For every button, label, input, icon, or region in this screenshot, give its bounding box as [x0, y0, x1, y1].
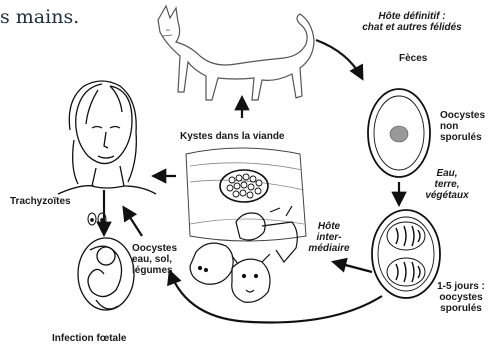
sporulated-oocysts-label: 1-5 jours : oocystes sporulés [428, 281, 494, 314]
cysts-in-meat-label: Kystes dans la viande [180, 131, 285, 142]
unsporulated-line-1: Oocystes [440, 110, 485, 121]
intermediate-host-line-2: inter- [300, 232, 358, 243]
sporulated-to-livestock-arrow [334, 262, 372, 272]
definitive-host-line-1: Hôte définitif : [354, 11, 470, 22]
unsporulated-oocysts-label: Oocystes non sporulés [440, 110, 485, 143]
unsporulated-oocyst-illustration [368, 89, 430, 177]
sporulation-line-1: 1-5 jours : [428, 281, 494, 292]
intermediate-host-line-3: médiaire [300, 243, 358, 254]
sporulated-to-human-loop-arrow [170, 272, 382, 322]
sporulation-line-3: sporulés [428, 303, 494, 314]
environment-line-3: végétaux [418, 190, 476, 201]
livestock-illustration [190, 206, 297, 302]
tissue-cyst-illustration [186, 148, 306, 241]
feces-label: Fèces [399, 53, 427, 64]
header-fragment: s mains. [0, 6, 79, 28]
cat-illustration [158, 6, 314, 100]
cat-to-feces-arrow [316, 40, 362, 78]
oocysts-sources-line-1: Oocystes [132, 243, 177, 254]
oocysts-to-woman-arrow [124, 208, 142, 236]
oocysts-sources-line-3: légumes [132, 265, 177, 276]
fetal-infection-label: Infection fœtale [52, 333, 126, 344]
environment-line-1: Eau, [418, 168, 476, 179]
environment-line-2: terre, [418, 179, 476, 190]
unsporulated-line-2: non [440, 121, 485, 132]
definitive-host-label: Hôte définitif : chat et autres félidés [354, 11, 470, 33]
oocysts-sources-line-2: eau, sol, [132, 254, 177, 265]
definitive-host-line-2: chat et autres félidés [354, 22, 470, 33]
tachyzoites-label: Trachyzoïtes [10, 196, 71, 207]
intermediate-host-line-1: Hôte [300, 221, 358, 232]
sporulation-line-2: oocystes [428, 292, 494, 303]
unsporulated-line-3: sporulés [440, 132, 485, 143]
fetus-illustration [78, 238, 134, 310]
oocysts-sources-label: Oocystes eau, sol, légumes [132, 243, 177, 276]
woman-illustration [58, 81, 156, 194]
environment-label: Eau, terre, végétaux [418, 168, 476, 201]
intermediate-host-label: Hôte inter- médiaire [300, 221, 358, 254]
